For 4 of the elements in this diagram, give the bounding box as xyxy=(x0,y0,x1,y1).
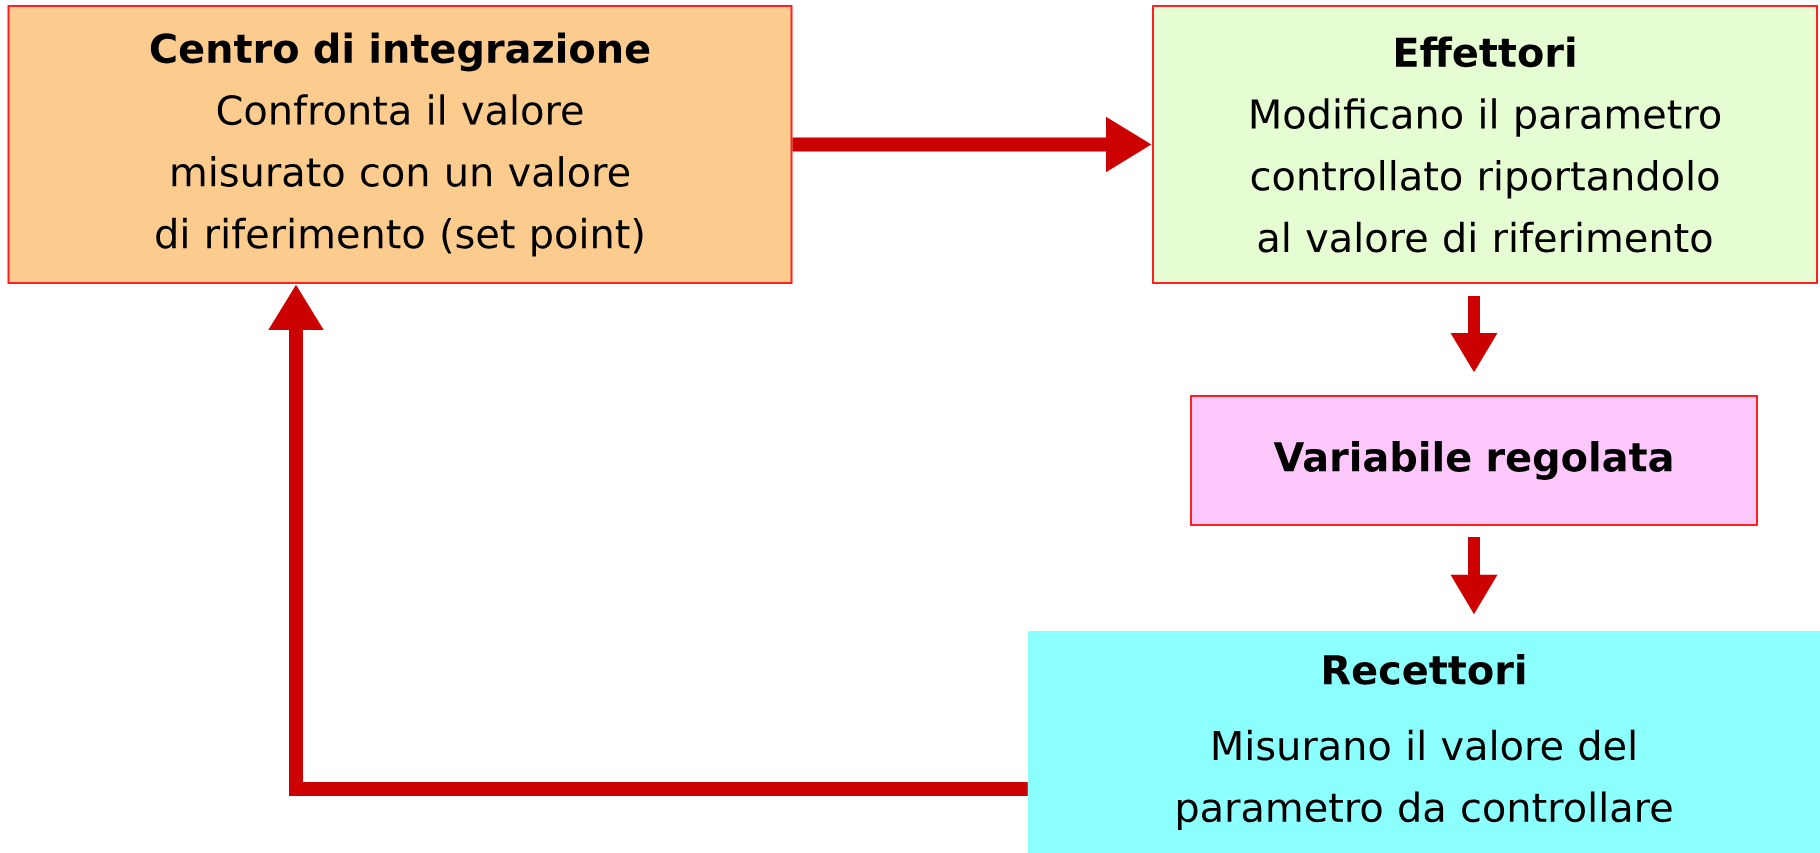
process-box: Centro di integrazione Confronta il valore misurato con un valore di riferimento (set point) xyxy=(7,5,793,284)
process-box: Variabile regolata xyxy=(1190,395,1758,526)
process-box: Effettori Modificano il parametro controllato riportandolo al valore di riferimento xyxy=(1152,5,1818,284)
process-box: Recettori Misurano il valore del parametro da controllare xyxy=(1028,631,1820,853)
